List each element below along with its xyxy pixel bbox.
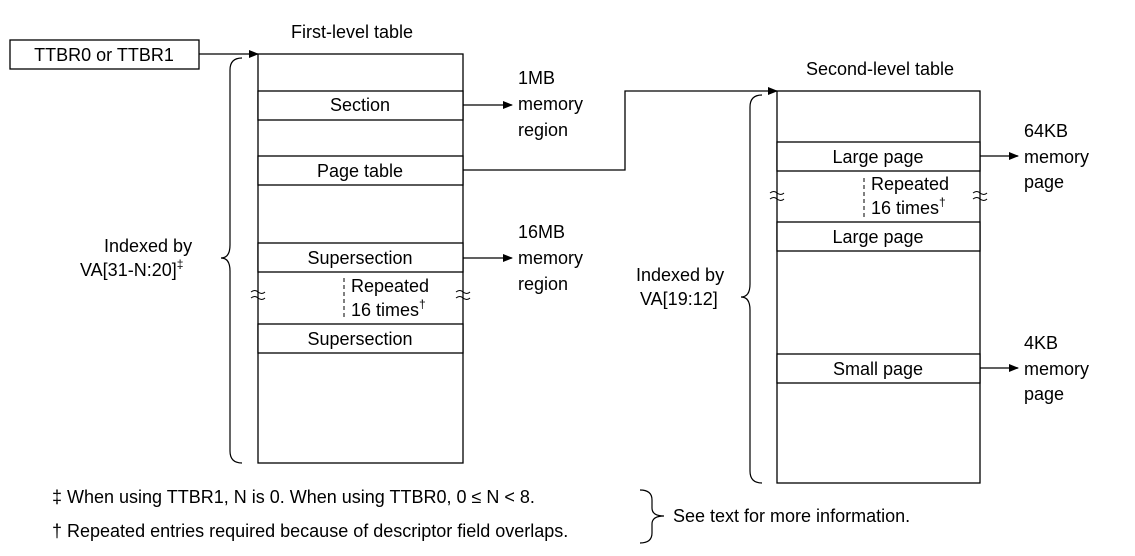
second-level-index-brace (740, 94, 763, 484)
ttbr-register: TTBR0 or TTBR1 (9, 39, 200, 70)
large-page-2-label: Large page (832, 227, 923, 247)
second-repeated-line2: 16 times† (871, 195, 946, 218)
first-level-index-brace (220, 57, 243, 464)
second-level-title: Second-level table (806, 59, 954, 79)
page-table-label: Page table (317, 161, 403, 181)
section-out-line1: 1MB (518, 68, 555, 88)
second-level-break-right (972, 191, 988, 201)
footnote-brace (639, 489, 665, 544)
supersection-1-label: Supersection (307, 248, 412, 268)
first-level-entry-page-table: Page table (257, 155, 464, 186)
large-out-line1: 64KB (1024, 121, 1068, 141)
first-level-entry-section: Section (257, 90, 464, 121)
small-out-line1: 4KB (1024, 333, 1058, 353)
first-repeated-dagger: † (419, 297, 426, 311)
see-text-note: See text for more information. (673, 506, 910, 526)
second-level-entry-large-page-1: Large page (776, 141, 981, 172)
second-level-entry-large-page-2: Large page (776, 221, 981, 252)
second-indexed-line1: Indexed by (636, 265, 724, 285)
super-out-line2: memory (518, 248, 583, 268)
second-level-entry-small-page: Small page (776, 353, 981, 384)
first-level-entry-supersection-1: Supersection (257, 242, 464, 273)
first-indexed-line2-text: VA[31-N:20] (80, 260, 177, 280)
second-indexed-line2: VA[19:12] (640, 289, 718, 309)
first-level-title: First-level table (291, 22, 413, 42)
first-level-break-left (250, 290, 266, 300)
section-out-line2: memory (518, 94, 583, 114)
first-indexed-line1: Indexed by (104, 236, 192, 256)
super-out-line3: region (518, 274, 568, 294)
small-out-line3: page (1024, 384, 1064, 404)
first-repeated-line1: Repeated (351, 276, 429, 296)
ttbr-label: TTBR0 or TTBR1 (34, 45, 174, 65)
section-out-line3: region (518, 120, 568, 140)
first-level-entry-supersection-2: Supersection (257, 323, 464, 354)
first-indexed-line2: VA[31-N:20]‡ (80, 257, 183, 280)
second-repeated-line2-text: 16 times (871, 198, 939, 218)
small-out-line2: memory (1024, 359, 1089, 379)
footnote-ddagger: ‡ When using TTBR1, N is 0. When using T… (52, 487, 535, 507)
first-indexed-ddagger: ‡ (177, 257, 184, 271)
first-repeated-line2: 16 times† (351, 297, 426, 320)
second-level-break-left (769, 191, 785, 201)
footnote-dagger: † Repeated entries required because of d… (52, 521, 568, 541)
first-repeated-line2-text: 16 times (351, 300, 419, 320)
super-out-line1: 16MB (518, 222, 565, 242)
page-table-connector-arrow (463, 87, 778, 171)
second-repeated-dagger: † (939, 195, 946, 209)
section-label: Section (330, 95, 390, 115)
second-repeated-line1: Repeated (871, 174, 949, 194)
large-out-line2: memory (1024, 147, 1089, 167)
first-level-break-right (455, 290, 471, 300)
supersection-2-label: Supersection (307, 329, 412, 349)
small-page-label: Small page (833, 359, 923, 379)
large-out-line3: page (1024, 172, 1064, 192)
large-page-1-label: Large page (832, 147, 923, 167)
